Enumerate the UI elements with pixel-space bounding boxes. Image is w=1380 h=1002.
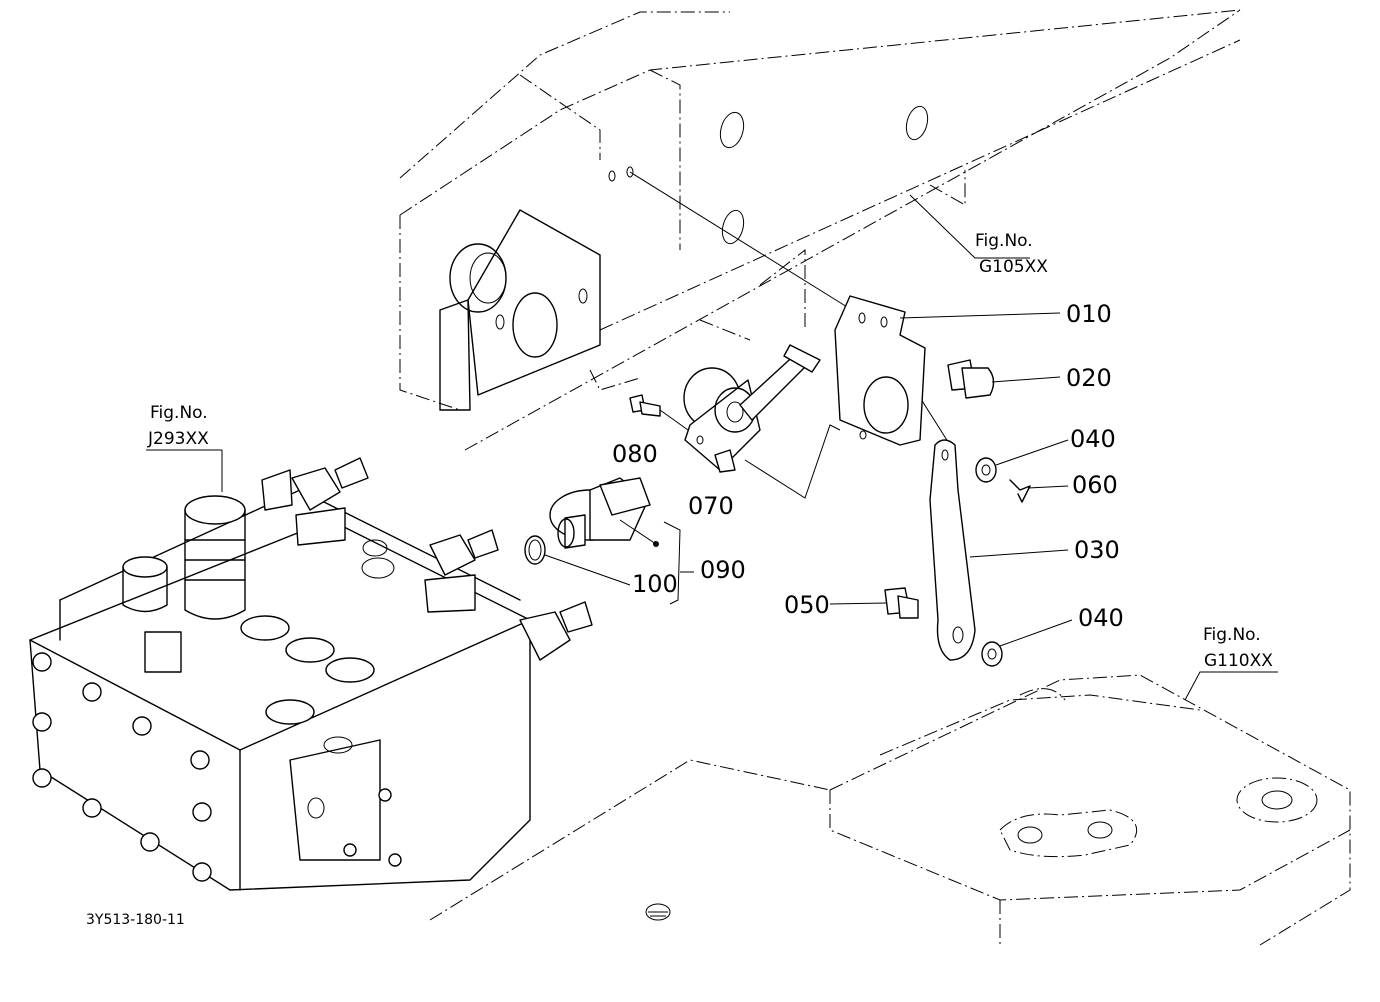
part-040-washer-lower xyxy=(981,641,1003,667)
figref-j293-number: J293XX xyxy=(147,429,209,449)
callout-020: 020 xyxy=(1066,364,1112,392)
part-060-clip xyxy=(1009,479,1031,503)
part-040-washer-upper xyxy=(975,457,997,483)
callout-100: 100 xyxy=(632,570,678,598)
callout-070: 070 xyxy=(688,492,734,520)
part-080-screw xyxy=(629,394,661,417)
part-070-rotary-sensor xyxy=(683,344,821,473)
callout-040-upper: 040 xyxy=(1070,425,1116,453)
leader-line xyxy=(629,171,861,316)
part-010-bracket xyxy=(834,295,926,446)
callout-030: 030 xyxy=(1074,536,1120,564)
figref-g110-number: G110XX xyxy=(1204,651,1273,671)
part-090-pressure-switch xyxy=(549,477,659,549)
callout-090: 090 xyxy=(700,556,746,584)
lower-frame xyxy=(429,674,1351,946)
figref-g105-number: G105XX xyxy=(979,257,1048,277)
figref-g105-label: Fig.No. xyxy=(975,231,1033,251)
figref-g110-leader xyxy=(1184,671,1278,701)
part-030-lever xyxy=(929,439,976,661)
callout-080: 080 xyxy=(612,440,658,468)
drawing-code: 3Y513-180-11 xyxy=(86,912,185,928)
figref-j293-leader xyxy=(146,449,223,492)
part-100-o-ring xyxy=(524,535,546,565)
figref-g110-label: Fig.No. xyxy=(1203,625,1261,645)
figref-g105-leader xyxy=(909,194,1030,259)
callout-060: 060 xyxy=(1072,471,1118,499)
callout-040-lower: 040 xyxy=(1078,604,1124,632)
part-020-bolt xyxy=(947,359,995,399)
hydraulic-valve-block xyxy=(29,457,593,891)
callout-050: 050 xyxy=(784,591,830,619)
figref-j293-label: Fig.No. xyxy=(150,403,208,423)
upper-frame xyxy=(399,9,1241,451)
callout-010: 010 xyxy=(1066,300,1112,328)
part-050-bolt xyxy=(884,587,919,619)
